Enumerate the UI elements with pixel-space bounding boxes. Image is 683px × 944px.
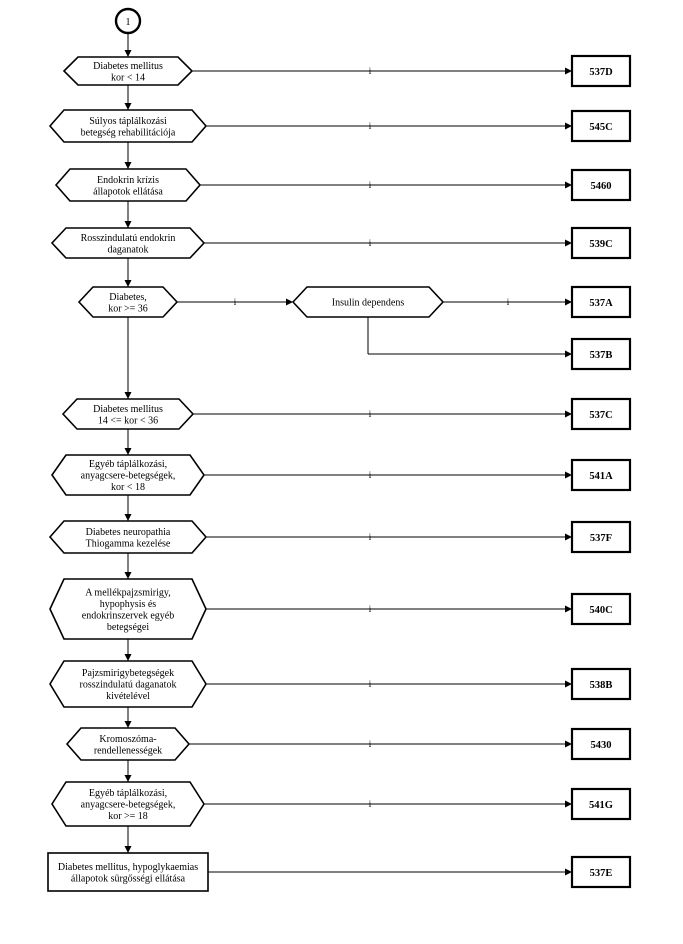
node-n8-box [570,520,632,554]
node-n3-line-2: állapotok ellátása [93,186,163,197]
node-n6-box [570,397,632,431]
node-n10-line-2: rosszindulatú daganatok [80,680,177,691]
node-n2-line-1: Súlyos táplálkozási [89,116,167,127]
node-n4-line-1: Rosszindulatú endokrin [81,233,176,244]
branch-label-n7: i [369,470,372,480]
node-n7-line-2: anyagcsere-betegségek, [81,471,176,482]
node-n13-box [570,855,632,889]
node-n9-line-2: hypophysis és [100,599,157,610]
branch-label-n8: i [369,532,372,542]
node-n4-line-2: daganatok [107,244,148,255]
branch-label-n5b: i [507,297,510,307]
node-n5b-shape [291,286,445,318]
node-n10-line-3: kivételével [106,691,150,702]
node-n5-line-1: Diabetes, [109,292,147,303]
node-n13-code: 537E [590,868,613,879]
node-n1-shape [62,56,194,86]
node-n6-shape [61,398,195,430]
node-n11-box [570,727,632,761]
node-n10-code: 538B [590,680,613,691]
node-n7-line-1: Egyéb táplálkozási, [89,459,167,470]
node-n9-box [570,592,632,626]
node-n13-line-2: állapotok sürgősségi ellátása [71,873,186,884]
node-n5b-else-box [570,337,632,371]
node-n12-code: 541G [589,800,613,811]
node-n2-shape [48,109,208,143]
node-n2-code: 545C [589,122,612,133]
branch-label-n9: i [369,604,372,614]
node-n5-shape [77,286,179,318]
start-connector-label: 1 [126,17,131,28]
start-connector [114,7,142,35]
node-n11-line-2: rendellenességek [94,745,162,756]
node-n9-line-3: endokrinszervek egyéb [82,610,174,621]
node-n7-shape [51,454,205,496]
node-n4-code: 539C [589,239,612,250]
branch-label-n5: i [234,297,237,307]
node-n5b-box [570,285,632,319]
branch-label-n1: i [369,66,372,76]
connectors [124,33,572,876]
branch-label-n12: i [369,799,372,809]
node-n1-code: 537D [589,67,613,78]
node-n12-line-3: kor >= 18 [108,811,148,822]
node-n8-shape [48,520,208,554]
node-n13-line-1: Diabetes mellitus, hypoglykaemias [58,862,198,873]
branch-label-n6: i [369,409,372,419]
node-n7-box [570,458,632,492]
node-n9-code: 540C [589,605,612,616]
node-n3-code: 5460 [591,181,612,192]
node-n3-box [570,168,632,202]
node-n1-box [570,54,632,88]
node-n7-code: 541A [589,471,613,482]
node-n10-line-1: Pajzsmirigybetegségek [82,668,174,679]
node-n8-line-2: Thiogamma kezelése [86,538,171,549]
node-n2-box [570,109,632,143]
node-n12-box [570,787,632,821]
node-n5b-code: 537A [589,298,613,309]
node-n10-shape [49,660,207,708]
node-n11-line-1: Kromoszóma- [99,734,156,745]
node-n12-line-1: Egyéb táplálkozási, [89,788,167,799]
node-n5b-line-1: Insulin dependens [332,298,405,309]
node-n4-box [570,226,632,260]
node-n9-line-4: betegségei [107,622,149,633]
branch-label-n10: i [369,679,372,689]
node-n11-shape [65,727,191,761]
node-n3-shape [54,168,202,202]
node-n9-line-1: A mellékpajzsmirigy, [85,587,170,598]
branch-label-n4: i [369,238,372,248]
node-n6-line-1: Diabetes mellitus [93,404,163,415]
node-n6-line-2: 14 <= kor < 36 [98,415,158,426]
branch-label-n11: i [369,739,372,749]
node-n11-code: 5430 [591,740,612,751]
node-n7-line-3: kor < 18 [111,482,145,493]
node-n4-shape [50,227,206,259]
node-n12-shape [51,781,205,827]
branch-label-n2: i [369,121,372,131]
node-n3-line-1: Endokrin krízis [97,175,159,186]
node-n8-line-1: Diabetes neuropathia [86,527,171,538]
node-n2-line-2: betegség rehabilitációja [81,127,176,138]
node-n5b-else-code: 537B [590,350,613,361]
node-n9-shape [49,578,207,640]
node-n5-line-2: kor >= 36 [108,303,148,314]
node-n1-line-2: kor < 14 [111,72,145,83]
node-n10-box [570,667,632,701]
node-n12-line-2: anyagcsere-betegségek, [81,800,176,811]
node-n6-code: 537C [589,410,612,421]
node-n8-code: 537F [590,533,612,544]
node-n13-shape [47,852,209,892]
node-n1-line-1: Diabetes mellitus [93,61,163,72]
branch-label-n3: i [369,180,372,190]
